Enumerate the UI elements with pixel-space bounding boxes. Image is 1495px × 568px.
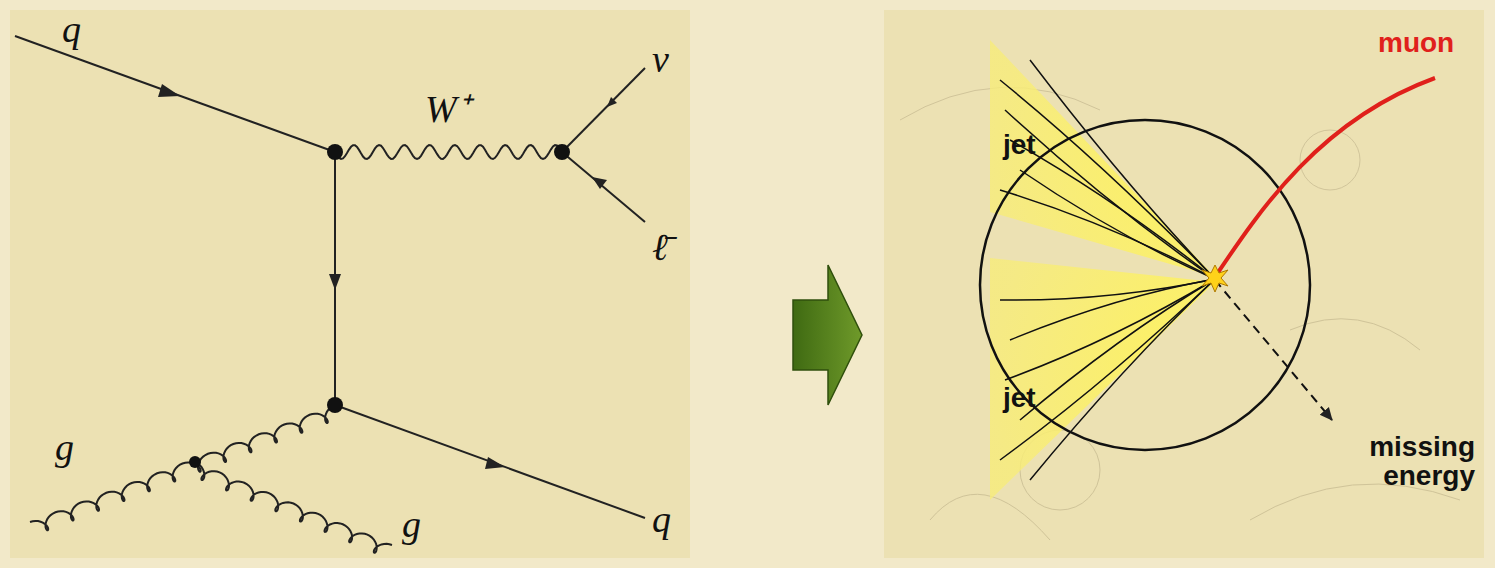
particle-label: g (402, 505, 421, 545)
particle-label: ℓ̄ (652, 228, 668, 268)
detector-label: missing energy (1335, 432, 1475, 491)
detector-label: jet (1003, 130, 1036, 159)
particle-label: ν (652, 40, 669, 80)
detector-event (900, 40, 1460, 540)
fermion-arrows (158, 84, 617, 469)
detector-label: muon (1378, 28, 1454, 57)
particle-label: q (652, 500, 671, 540)
right-panel (884, 10, 1484, 558)
particle-label: W⁺ (425, 90, 470, 130)
particle-label: q (62, 10, 81, 50)
feynman-lines (15, 36, 645, 553)
detector-label: jet (1003, 383, 1036, 412)
vertices (189, 144, 570, 468)
left-panel (10, 10, 690, 558)
particle-label: g (55, 428, 74, 468)
block-arrow (793, 265, 862, 405)
